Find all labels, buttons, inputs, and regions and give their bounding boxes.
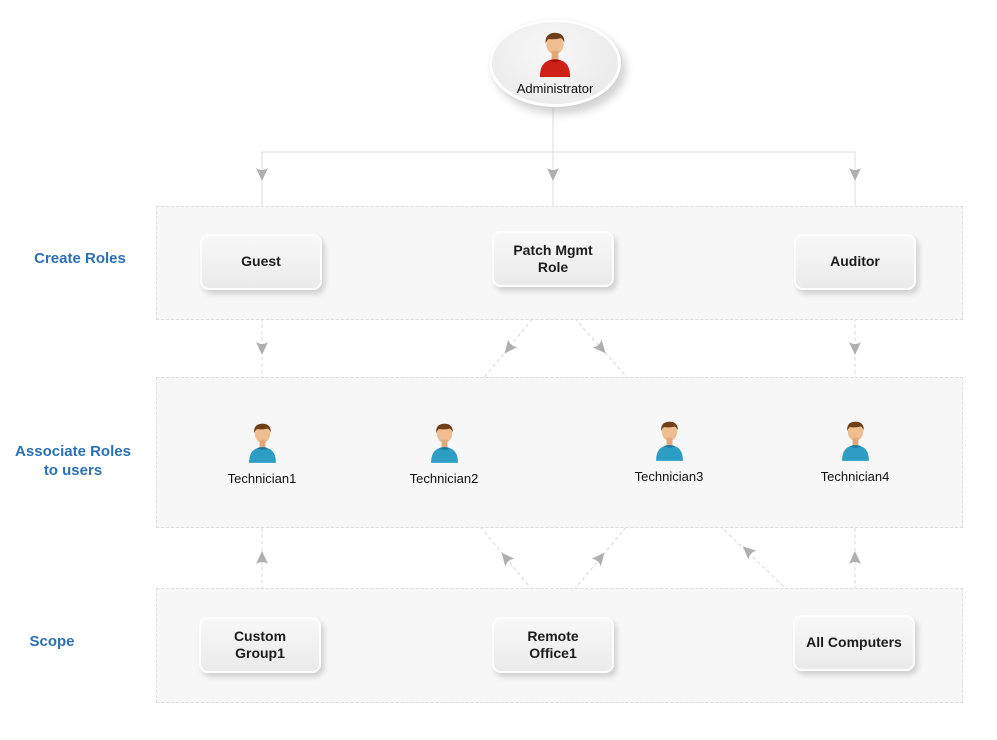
technician-node-4: Technician4 [795,419,915,484]
technician-label: Technician4 [820,469,890,484]
person-red-shirt-icon [533,30,577,83]
stage-label-associate-roles: Associate Roles to users [15,443,131,479]
scope-node-label: All Computers [806,634,902,651]
technician-label: Technician2 [409,471,479,486]
role-node-label: Auditor [830,253,880,270]
arrow-down-icon [849,168,861,181]
associate-roles-band [156,377,963,528]
arrow-down-icon [256,168,268,181]
scope-node-label: Custom Group1 [233,627,287,662]
administrator-label: Administrator [516,81,594,96]
technician-node-3: Technician3 [609,419,729,484]
technician-label: Technician3 [634,469,704,484]
arrow-diagonal-icon [742,546,757,560]
role-node-guest: Guest [200,234,322,290]
stage-label-create-roles: Create Roles [34,250,126,267]
arrow-diagonal-icon [591,552,605,567]
person-teal-shirt-icon [651,419,688,467]
stage-label-scope: Scope [29,633,75,650]
role-node-auditor: Auditor [794,234,916,290]
scope-node-remote-office1: Remote Office1 [492,617,614,673]
arrow-diagonal-icon [501,552,515,567]
technician-node-1: Technician1 [202,421,322,486]
technician-node-2: Technician2 [384,421,504,486]
arrow-up-icon [256,551,268,564]
arrow-diagonal-icon [504,339,518,354]
scope-node-custom-group1: Custom Group1 [199,617,321,673]
scope-node-label: Remote Office1 [527,627,579,662]
person-teal-shirt-icon [244,421,281,469]
administrator-node: Administrator [489,19,621,107]
role-node-label: Guest [241,253,281,270]
role-node-label: Patch Mgmt Role [513,241,593,276]
arrow-down-icon [849,342,861,355]
arrow-down-icon [547,168,559,181]
role-node-patch-mgmt: Patch Mgmt Role [492,231,614,287]
technician-label: Technician1 [227,471,297,486]
arrow-diagonal-icon [592,339,606,354]
arrow-down-icon [256,342,268,355]
scope-node-all-computers: All Computers [793,615,915,671]
person-teal-shirt-icon [837,419,874,467]
arrow-up-icon [849,551,861,564]
person-teal-shirt-icon [426,421,463,469]
